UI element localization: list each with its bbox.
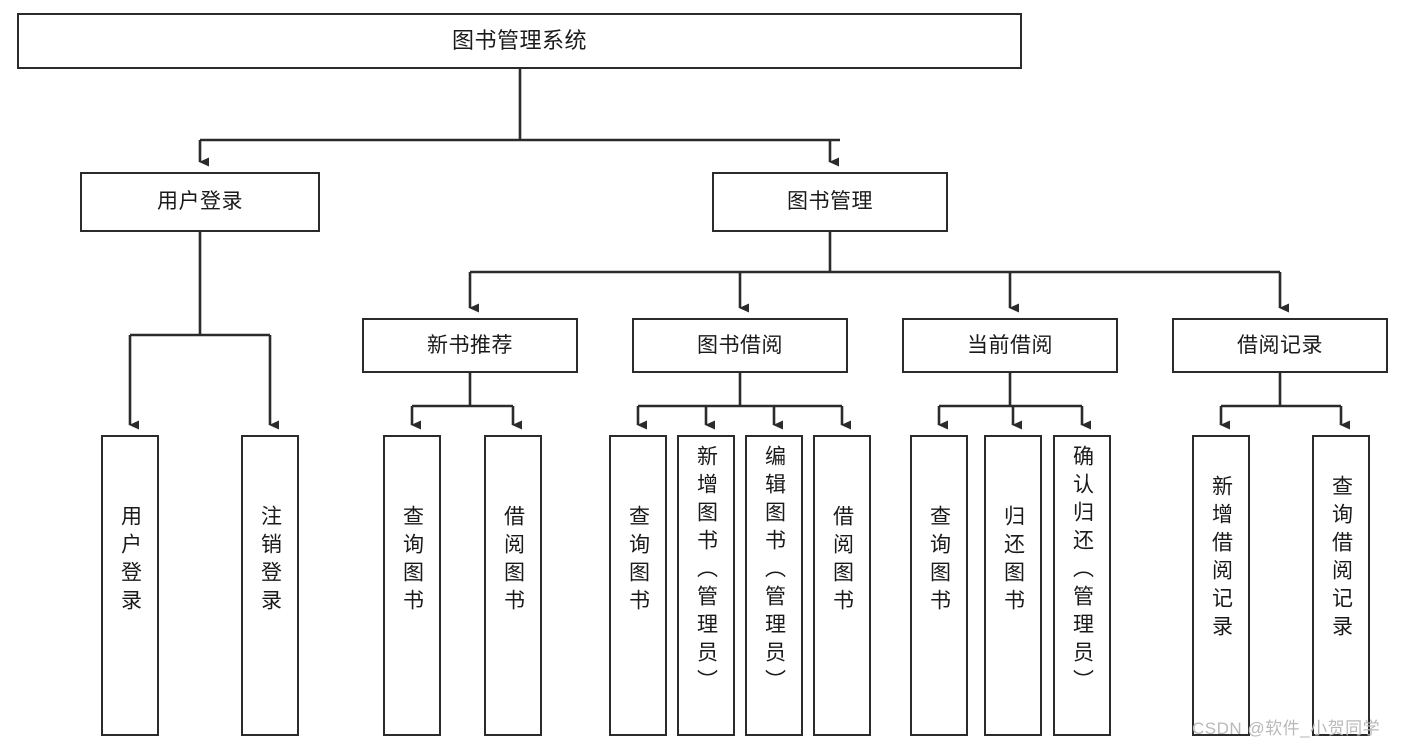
node-label: 新增借阅记录 (1209, 475, 1233, 643)
leaf-query-borrow-record[interactable]: 查询借阅记录 (1312, 435, 1370, 736)
leaf-borrow-book[interactable]: 借阅图书 (813, 435, 871, 736)
node-label: 确认归还（管理员） (1070, 445, 1094, 697)
node-label: 注销登录 (258, 505, 282, 617)
node-borrow-record[interactable]: 借阅记录 (1172, 318, 1388, 373)
node-label: 图书管理 (787, 190, 873, 214)
leaf-borrow-book-recommend[interactable]: 借阅图书 (484, 435, 542, 736)
node-current-borrow[interactable]: 当前借阅 (902, 318, 1118, 373)
leaf-logout[interactable]: 注销登录 (241, 435, 299, 736)
leaf-add-borrow-record[interactable]: 新增借阅记录 (1192, 435, 1250, 736)
node-label: 图书借阅 (697, 333, 783, 357)
leaf-confirm-return-admin[interactable]: 确认归还（管理员） (1053, 435, 1111, 736)
leaf-edit-book-admin[interactable]: 编辑图书（管理员） (745, 435, 803, 736)
node-label: 当前借阅 (967, 333, 1053, 357)
edge-borrow-record-to-leaves (1219, 373, 1350, 430)
node-label: 归还图书 (1001, 505, 1025, 617)
node-label: 新书推荐 (427, 333, 513, 357)
node-label: 查询图书 (400, 505, 424, 617)
leaf-query-book-borrow[interactable]: 查询图书 (609, 435, 667, 736)
leaf-return-book[interactable]: 归还图书 (984, 435, 1042, 736)
leaf-user-login[interactable]: 用户登录 (101, 435, 159, 736)
leaf-query-book-recommend[interactable]: 查询图书 (383, 435, 441, 736)
node-label: 用户登录 (157, 190, 243, 214)
csdn-watermark: CSDN @软件_小贺同学 (1192, 719, 1381, 738)
edge-book-manage-to-level3 (468, 232, 1289, 313)
node-label: 用户登录 (118, 505, 142, 617)
node-label: 查询借阅记录 (1329, 475, 1353, 643)
edge-book-borrow-to-leaves (636, 373, 851, 430)
node-label: 借阅记录 (1237, 333, 1323, 357)
edge-root-to-level2 (198, 69, 840, 167)
leaf-query-book-current[interactable]: 查询图书 (910, 435, 968, 736)
edge-user-login-to-leaves (128, 232, 279, 430)
node-label: 查询图书 (626, 505, 650, 617)
node-label: 借阅图书 (501, 505, 525, 617)
leaf-add-book-admin[interactable]: 新增图书（管理员） (677, 435, 735, 736)
node-label: 借阅图书 (830, 505, 854, 617)
node-label: 新增图书（管理员） (694, 445, 718, 697)
node-user-login[interactable]: 用户登录 (80, 172, 320, 232)
edge-new-book-to-leaves (410, 373, 522, 430)
node-label: 图书管理系统 (451, 27, 587, 53)
node-new-book-recommend[interactable]: 新书推荐 (362, 318, 578, 373)
node-book-borrow[interactable]: 图书借阅 (632, 318, 848, 373)
edge-current-borrow-to-leaves (937, 373, 1091, 430)
node-root-system[interactable]: 图书管理系统 (17, 13, 1022, 69)
node-book-management[interactable]: 图书管理 (712, 172, 948, 232)
node-label: 编辑图书（管理员） (762, 445, 786, 697)
node-label: 查询图书 (927, 505, 951, 617)
